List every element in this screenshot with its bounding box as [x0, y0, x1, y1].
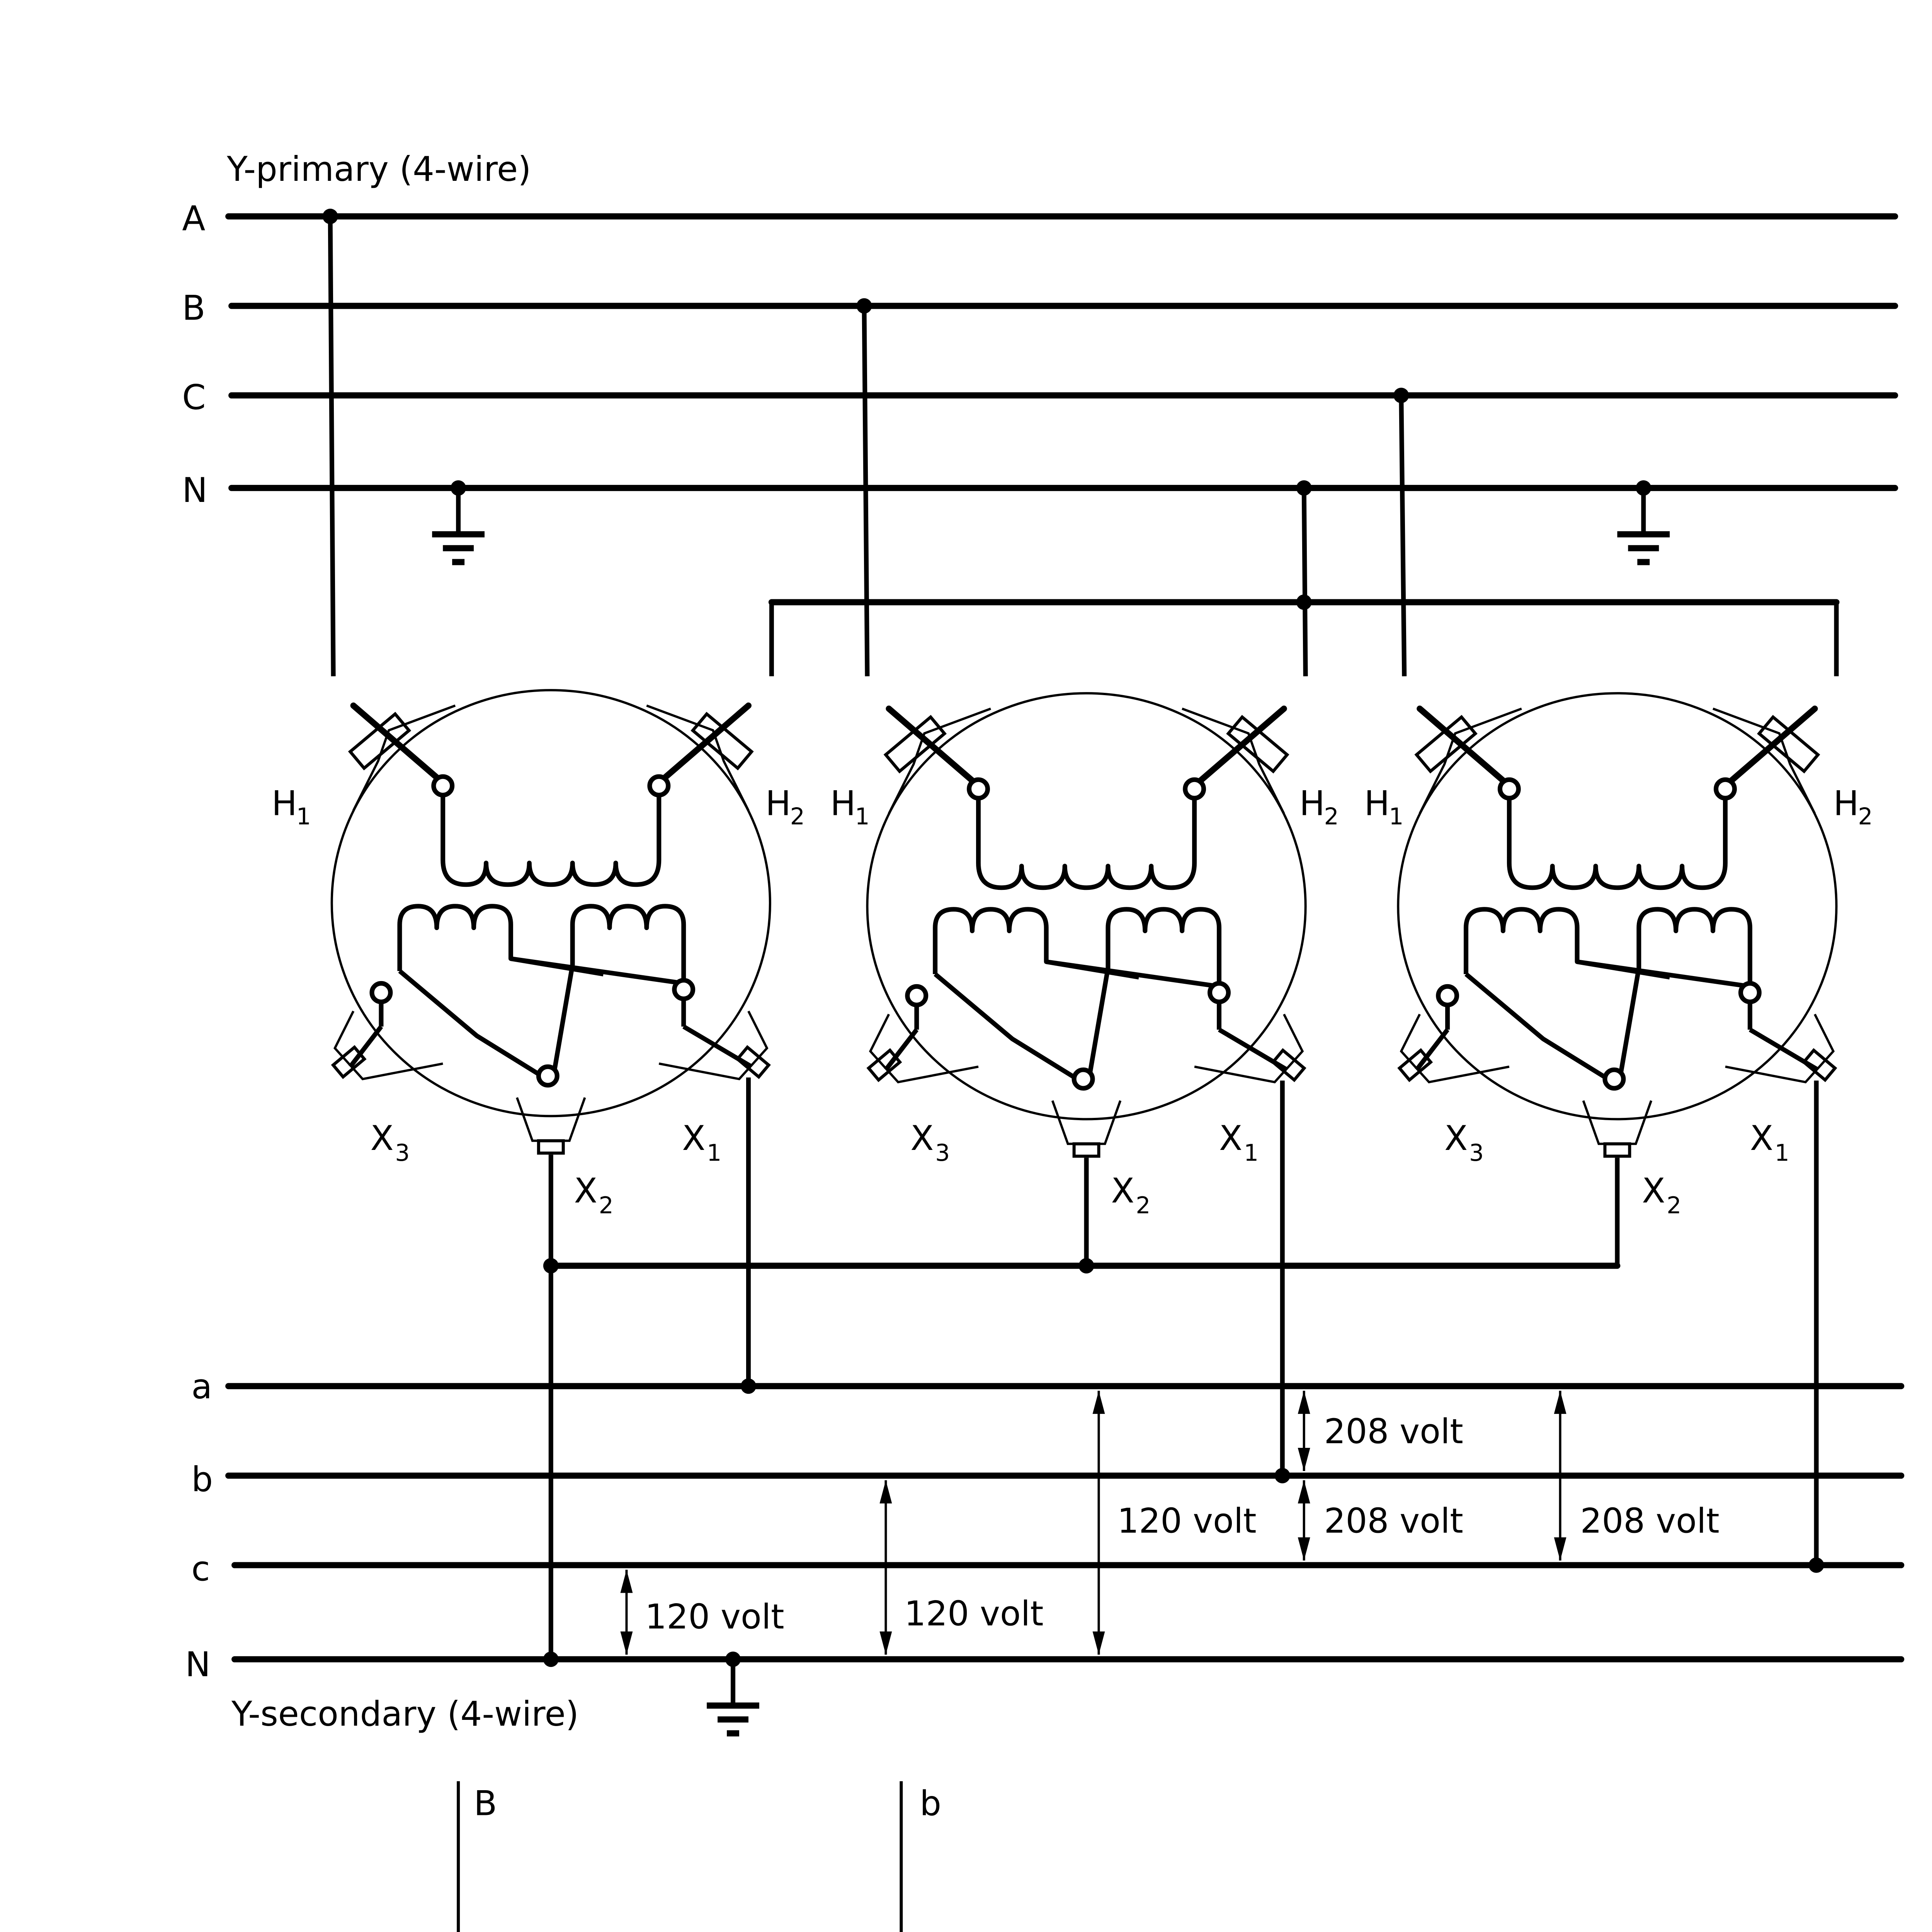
svg-text:b: b [920, 1784, 941, 1823]
svg-text:1: 1 [855, 803, 870, 830]
svg-text:X: X [1444, 1118, 1468, 1158]
svg-text:2: 2 [1667, 1192, 1681, 1219]
bus-label-a: a [191, 1367, 212, 1406]
svg-text:X: X [1111, 1171, 1134, 1211]
svg-text:3: 3 [935, 1139, 950, 1167]
bus-label-N-secondary: N [185, 1645, 211, 1684]
voltage-a-c: 208 volt [1580, 1501, 1719, 1541]
svg-text:H: H [1364, 784, 1389, 823]
secondary-leads [543, 1077, 1824, 1660]
svg-text:H: H [765, 784, 791, 823]
voltage-a-b: 208 volt [1324, 1412, 1463, 1451]
secondary-buses: a b c N [185, 1367, 1905, 1684]
svg-text:1: 1 [707, 1139, 721, 1167]
voltage-b-c: 208 volt [1324, 1501, 1463, 1541]
svg-text:X: X [574, 1171, 597, 1211]
svg-text:3: 3 [1469, 1139, 1484, 1167]
svg-text:H: H [830, 784, 856, 823]
primary-buses: A B C N [182, 199, 1898, 510]
svg-text:3: 3 [395, 1139, 410, 1167]
secondary-label: Y-secondary (4-wire) [231, 1694, 579, 1734]
voltage-annotations: 120 volt 120 volt 120 volt 208 volt 208 … [620, 1391, 1719, 1655]
svg-text:1: 1 [1389, 803, 1403, 830]
svg-text:2: 2 [790, 803, 805, 830]
svg-text:H: H [1833, 784, 1859, 823]
svg-text:X: X [682, 1118, 705, 1158]
svg-text:2: 2 [1136, 1192, 1150, 1219]
svg-text:2: 2 [1858, 803, 1872, 830]
svg-text:2: 2 [1324, 803, 1339, 830]
bus-label-N-primary: N [182, 470, 207, 510]
bus-label-A: A [182, 199, 205, 238]
voltage-a-n: 120 volt [1117, 1501, 1256, 1541]
ground-icon [1617, 480, 1670, 562]
svg-text:X: X [371, 1118, 394, 1158]
ground-icon [432, 480, 485, 562]
bus-label-B: B [182, 288, 205, 328]
svg-text:H: H [1299, 784, 1325, 823]
primary-label: Y-primary (4-wire) [226, 149, 531, 189]
svg-text:2: 2 [599, 1192, 614, 1219]
bus-label-c: c [191, 1549, 210, 1589]
voltage-b-n: 120 volt [904, 1594, 1043, 1633]
phasor-diagram-primary: B N A C [457, 1781, 497, 1932]
svg-text:X: X [1750, 1118, 1773, 1158]
svg-text:X: X [1642, 1171, 1665, 1211]
bus-label-b: b [191, 1459, 213, 1499]
svg-text:X: X [1219, 1118, 1242, 1158]
bus-label-C: C [182, 378, 206, 417]
svg-text:1: 1 [1775, 1139, 1789, 1167]
svg-text:1: 1 [1244, 1139, 1259, 1167]
svg-text:X: X [910, 1118, 934, 1158]
ground-icon [707, 1651, 759, 1733]
voltage-c-n: 120 volt [645, 1597, 784, 1636]
svg-text:H: H [272, 784, 297, 823]
primary-feeders [322, 209, 1840, 677]
phasor-diagram-secondary: b N a c [900, 1781, 941, 1932]
svg-text:B: B [474, 1784, 497, 1823]
svg-text:1: 1 [296, 803, 311, 830]
